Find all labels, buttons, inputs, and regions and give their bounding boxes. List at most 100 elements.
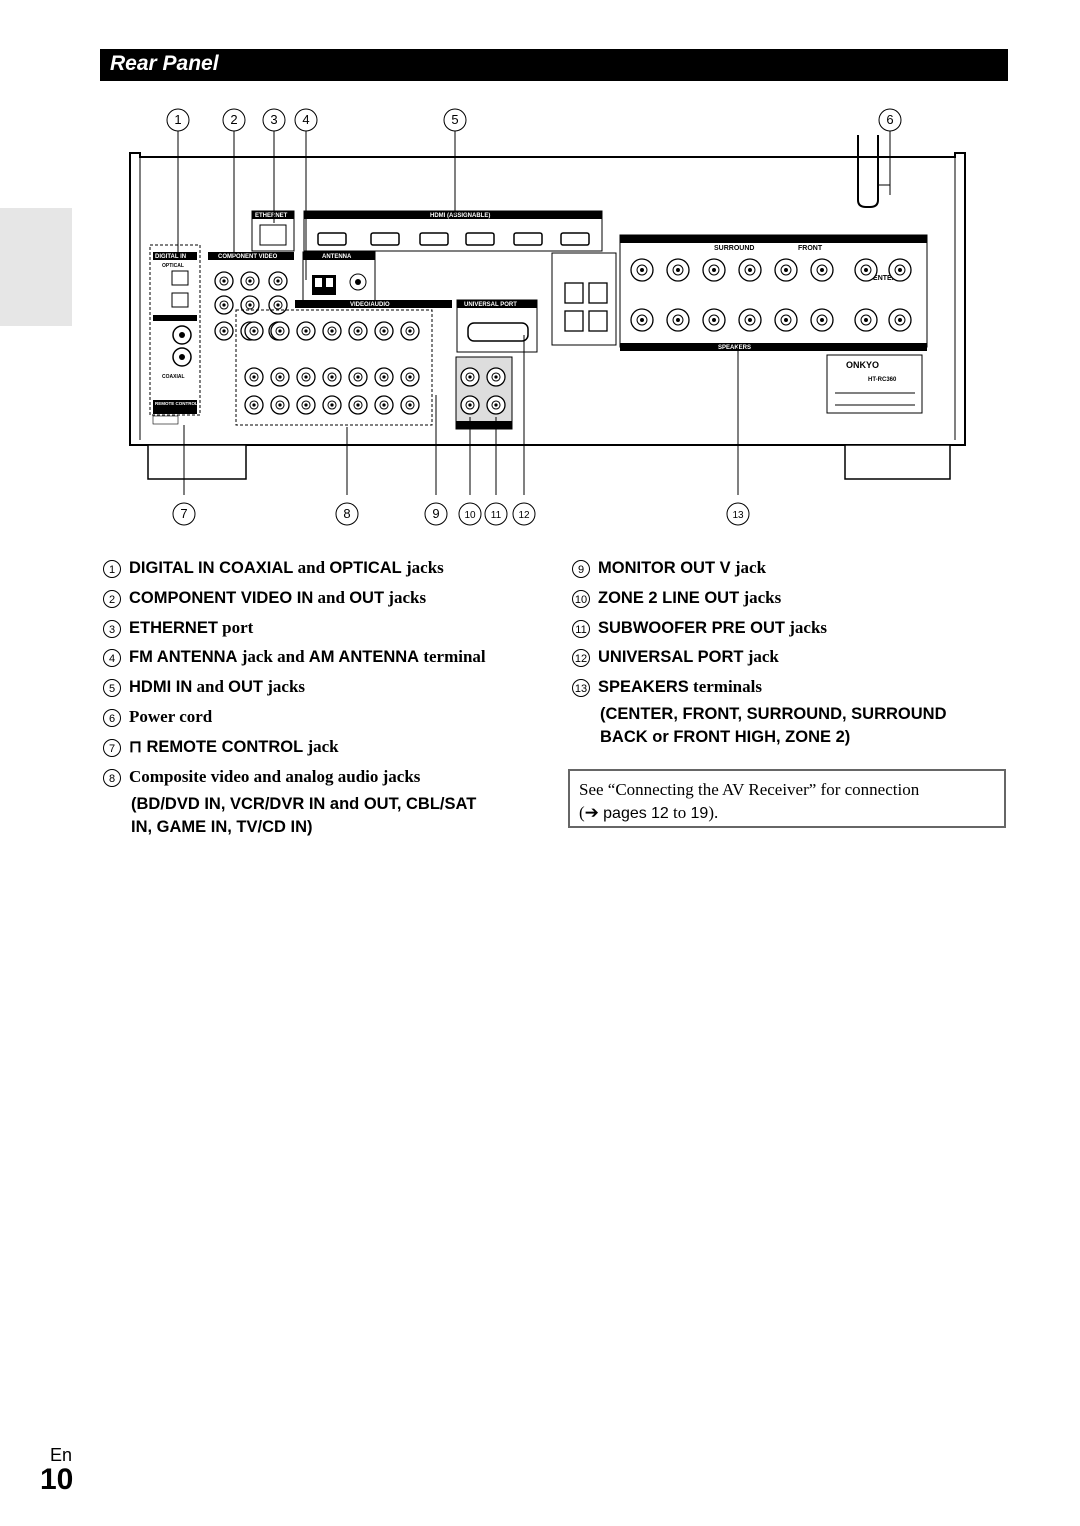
speaker-terminal bbox=[854, 258, 878, 282]
chapter-tab bbox=[0, 208, 72, 326]
callout-7: 7 bbox=[172, 502, 196, 526]
svg-text:ANTENNA: ANTENNA bbox=[322, 254, 352, 260]
av-jack bbox=[348, 395, 368, 415]
item-number: 1 bbox=[103, 560, 121, 579]
callout-3: 3 bbox=[262, 108, 286, 132]
svg-text:DIGITAL IN: DIGITAL IN bbox=[155, 254, 186, 260]
item-number: 5 bbox=[103, 679, 121, 698]
svg-text:5: 5 bbox=[451, 112, 458, 127]
av-jack bbox=[296, 395, 316, 415]
item-8-subtitle-line1: (BD/DVD IN, VCR/DVR IN and OUT, CBL/SAT bbox=[131, 795, 477, 813]
item-number: 11 bbox=[572, 619, 590, 638]
item-number: 6 bbox=[103, 709, 121, 728]
component-jack bbox=[268, 271, 288, 291]
svg-text:10: 10 bbox=[464, 510, 476, 521]
speaker-terminal bbox=[666, 258, 690, 282]
item-number: 2 bbox=[103, 589, 121, 608]
svg-text:11: 11 bbox=[491, 510, 502, 521]
svg-text:CENTER: CENTER bbox=[868, 275, 897, 282]
av-jack bbox=[244, 395, 264, 415]
speaker-terminal bbox=[630, 308, 654, 332]
item-number: 12 bbox=[572, 649, 590, 668]
speaker-terminal bbox=[810, 258, 834, 282]
section-header: Rear Panel bbox=[100, 49, 1008, 81]
item-13-subtitle-line1: (CENTER, FRONT, SURROUND, SURROUND bbox=[600, 705, 947, 723]
speaker-terminal bbox=[702, 308, 726, 332]
svg-text:HDMI (ASSIGNABLE): HDMI (ASSIGNABLE) bbox=[430, 213, 490, 219]
component-jack bbox=[240, 295, 260, 315]
language-label: En bbox=[50, 1445, 73, 1465]
callout-2: 2 bbox=[222, 108, 246, 132]
svg-text:SURROUND: SURROUND bbox=[714, 245, 754, 252]
speaker-terminal bbox=[774, 258, 798, 282]
svg-text:8: 8 bbox=[343, 506, 350, 521]
svg-text:ONKYO: ONKYO bbox=[846, 360, 879, 370]
zone2-speaker-clip bbox=[588, 310, 608, 332]
zone2-speaker-clip bbox=[564, 282, 584, 304]
hdmi-port bbox=[465, 232, 495, 246]
speaker-terminal bbox=[854, 308, 878, 332]
section-title: Rear Panel bbox=[110, 52, 219, 75]
svg-text:12: 12 bbox=[518, 510, 530, 521]
svg-text:COAXIAL: COAXIAL bbox=[162, 374, 185, 380]
av-jack bbox=[374, 395, 394, 415]
av-jack bbox=[322, 395, 342, 415]
svg-text:HT-RC360: HT-RC360 bbox=[868, 377, 897, 383]
svg-text:4: 4 bbox=[302, 112, 309, 127]
component-jack bbox=[214, 321, 234, 341]
item-13-subtitle-line2: BACK or FRONT HIGH, ZONE 2) bbox=[600, 728, 851, 746]
component-jack bbox=[214, 271, 234, 291]
av-jack bbox=[400, 367, 420, 387]
speaker-terminal bbox=[810, 308, 834, 332]
speaker-terminal bbox=[888, 308, 912, 332]
svg-text:COMPONENT VIDEO: COMPONENT VIDEO bbox=[218, 254, 278, 260]
av-jack bbox=[322, 321, 342, 341]
component-jack bbox=[268, 295, 288, 315]
svg-text:1: 1 bbox=[174, 112, 181, 127]
av-jack bbox=[296, 321, 316, 341]
page-number: 10 bbox=[40, 1463, 74, 1496]
speaker-terminal bbox=[702, 258, 726, 282]
av-jack bbox=[348, 367, 368, 387]
callout-13: 13 bbox=[726, 502, 750, 526]
left-foot bbox=[147, 444, 247, 480]
svg-text:3: 3 bbox=[270, 112, 277, 127]
zone-jack bbox=[486, 367, 506, 387]
svg-text:9: 9 bbox=[432, 506, 439, 521]
callout-6: 6 bbox=[878, 108, 902, 132]
item-number: 8 bbox=[103, 768, 121, 787]
chassis-outline bbox=[129, 152, 966, 446]
hdmi-port bbox=[419, 232, 449, 246]
callout-4: 4 bbox=[294, 108, 318, 132]
zone2-speaker-clip bbox=[588, 282, 608, 304]
connection-note: See “Connecting the AV Receiver” for con… bbox=[568, 769, 1006, 828]
hdmi-port bbox=[370, 232, 400, 246]
zone2-speaker-clip bbox=[564, 310, 584, 332]
hdmi-port bbox=[317, 232, 347, 246]
zone-jack bbox=[460, 395, 480, 415]
item-number: 7 bbox=[103, 738, 121, 757]
callout-12: 12 bbox=[512, 502, 536, 526]
av-jack bbox=[244, 367, 264, 387]
svg-text:6: 6 bbox=[886, 112, 893, 127]
item-8-subtitle-line2: IN, GAME IN, TV/CD IN) bbox=[131, 818, 313, 836]
bottom-callouts: 7 8 9 10 11 12 13 bbox=[172, 502, 750, 526]
item-13-subtitle: (CENTER, FRONT, SURROUND, SURROUND BACK … bbox=[600, 703, 947, 749]
svg-text:2: 2 bbox=[230, 112, 237, 127]
right-foot bbox=[844, 444, 951, 480]
list-item-7: 7⊓ REMOTE CONTROL jack bbox=[103, 738, 339, 757]
hdmi-port bbox=[560, 232, 590, 246]
note-line2: (➔ pages 12 to 19). bbox=[579, 803, 719, 822]
callout-11: 11 bbox=[484, 502, 508, 526]
callout-5: 5 bbox=[443, 108, 467, 132]
av-jack bbox=[374, 321, 394, 341]
